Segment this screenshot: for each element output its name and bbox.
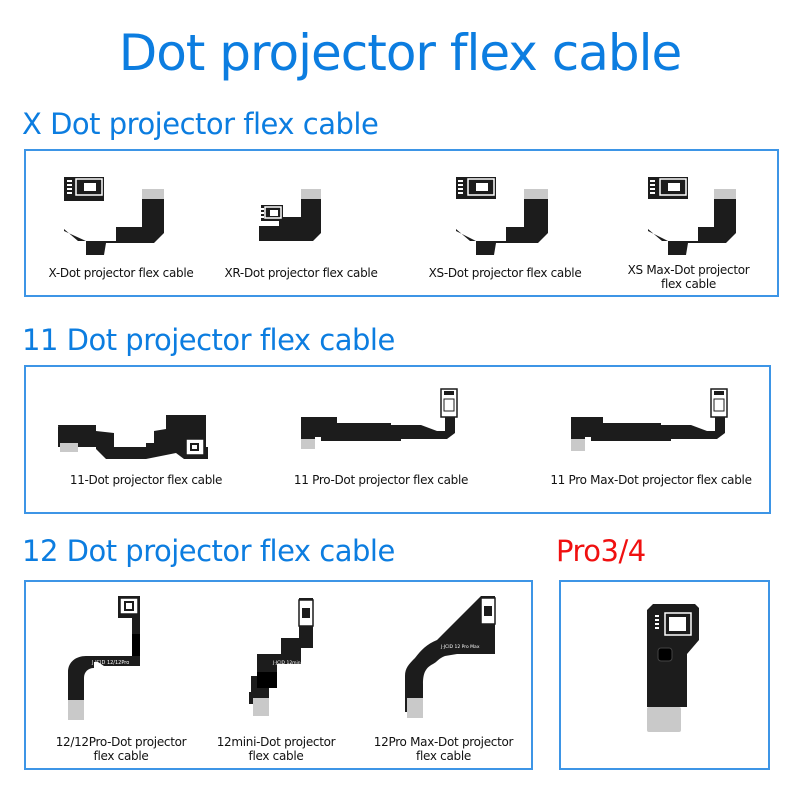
- product-label-12pro-max-line1: 12Pro Max-Dot projector: [373, 735, 514, 749]
- brand-logo: J·JCID 12mini: [272, 660, 302, 666]
- product-card-11-pro-max: 11 Pro Max-Dot projector flex cable: [541, 387, 761, 497]
- product-card-11-pro: 11 Pro-Dot projector flex cable: [281, 387, 501, 497]
- product-card-12mini: J·JCID 12mini 12mini-Dot projector flex …: [201, 592, 361, 767]
- section-title-pro3-4: Pro3/4: [556, 534, 646, 568]
- product-label-12mini-line1: 12mini-Dot projector: [216, 735, 336, 749]
- section-box-12: J·JCID 12/12Pro 12/12Pro-Dot projector f…: [24, 580, 533, 770]
- product-label-xs: XS-Dot projector flex cable: [428, 266, 582, 280]
- flex-cable-xs-max-image: [648, 177, 736, 255]
- product-card-12-12pro: J·JCID 12/12Pro 12/12Pro-Dot projector f…: [36, 592, 206, 767]
- flex-cable-11-image: [58, 415, 208, 459]
- flex-cable-12-12pro-image: J·JCID 12/12Pro: [68, 596, 140, 720]
- product-label-11-pro-max: 11 Pro Max-Dot projector flex cable: [550, 473, 752, 487]
- brand-logo: J·JCID 12/12Pro: [91, 660, 129, 666]
- product-label-12-12pro-line1: 12/12Pro-Dot projector: [55, 735, 187, 749]
- product-card-xs: XS-Dot projector flex cable: [416, 171, 582, 281]
- flex-cable-11-pro-image: [301, 388, 458, 449]
- flex-cable-12pro-max-image: J·JCID 12 Pro Max: [405, 596, 496, 718]
- flex-cable-12mini-image: J·JCID 12mini: [249, 598, 314, 716]
- section-box-x: X-Dot projector flex cable XR-Dot projec…: [24, 149, 779, 297]
- product-card-11: 11-Dot projector flex cable: [46, 387, 246, 497]
- product-label-xs-max-line1: XS Max-Dot projector: [627, 263, 750, 277]
- section-title-x: X Dot projector flex cable: [22, 107, 379, 141]
- section-title-11: 11 Dot projector flex cable: [22, 323, 395, 357]
- product-label-xr: XR-Dot projector flex cable: [224, 266, 378, 280]
- page-title: Dot projector flex cable: [118, 24, 683, 82]
- flex-cable-xr-image: [259, 189, 321, 241]
- flex-cable-11-pro-max-image: [571, 388, 728, 451]
- product-label-12-12pro-line2: flex cable: [93, 749, 149, 763]
- section-title-12: 12 Dot projector flex cable: [22, 534, 395, 568]
- product-label-12mini-line2: flex cable: [248, 749, 304, 763]
- flex-cable-xs-image: [456, 177, 548, 255]
- product-label-11: 11-Dot projector flex cable: [69, 473, 223, 487]
- product-label-12pro-max-line2: flex cable: [416, 749, 471, 763]
- product-label-11-pro: 11 Pro-Dot projector flex cable: [293, 473, 469, 487]
- product-label-x: X-Dot projector flex cable: [48, 266, 194, 280]
- product-card-xr: XR-Dot projector flex cable: [221, 171, 381, 281]
- section-box-pro3-4: [559, 580, 770, 770]
- product-card-12pro-max: J·JCID 12 Pro Max 12Pro Max-Dot projecto…: [371, 592, 536, 767]
- brand-logo: J·JCID 12 Pro Max: [440, 644, 480, 650]
- flex-cable-x-image: [64, 177, 164, 255]
- flex-cable-pro3-4-image: [647, 604, 699, 732]
- product-label-xs-max-line2: flex cable: [661, 277, 716, 291]
- product-card-xs-max: XS Max-Dot projector flex cable: [606, 171, 766, 296]
- section-box-11: 11-Dot projector flex cable 11 Pro-Dot p…: [24, 365, 771, 514]
- product-card-x: X-Dot projector flex cable: [46, 171, 196, 281]
